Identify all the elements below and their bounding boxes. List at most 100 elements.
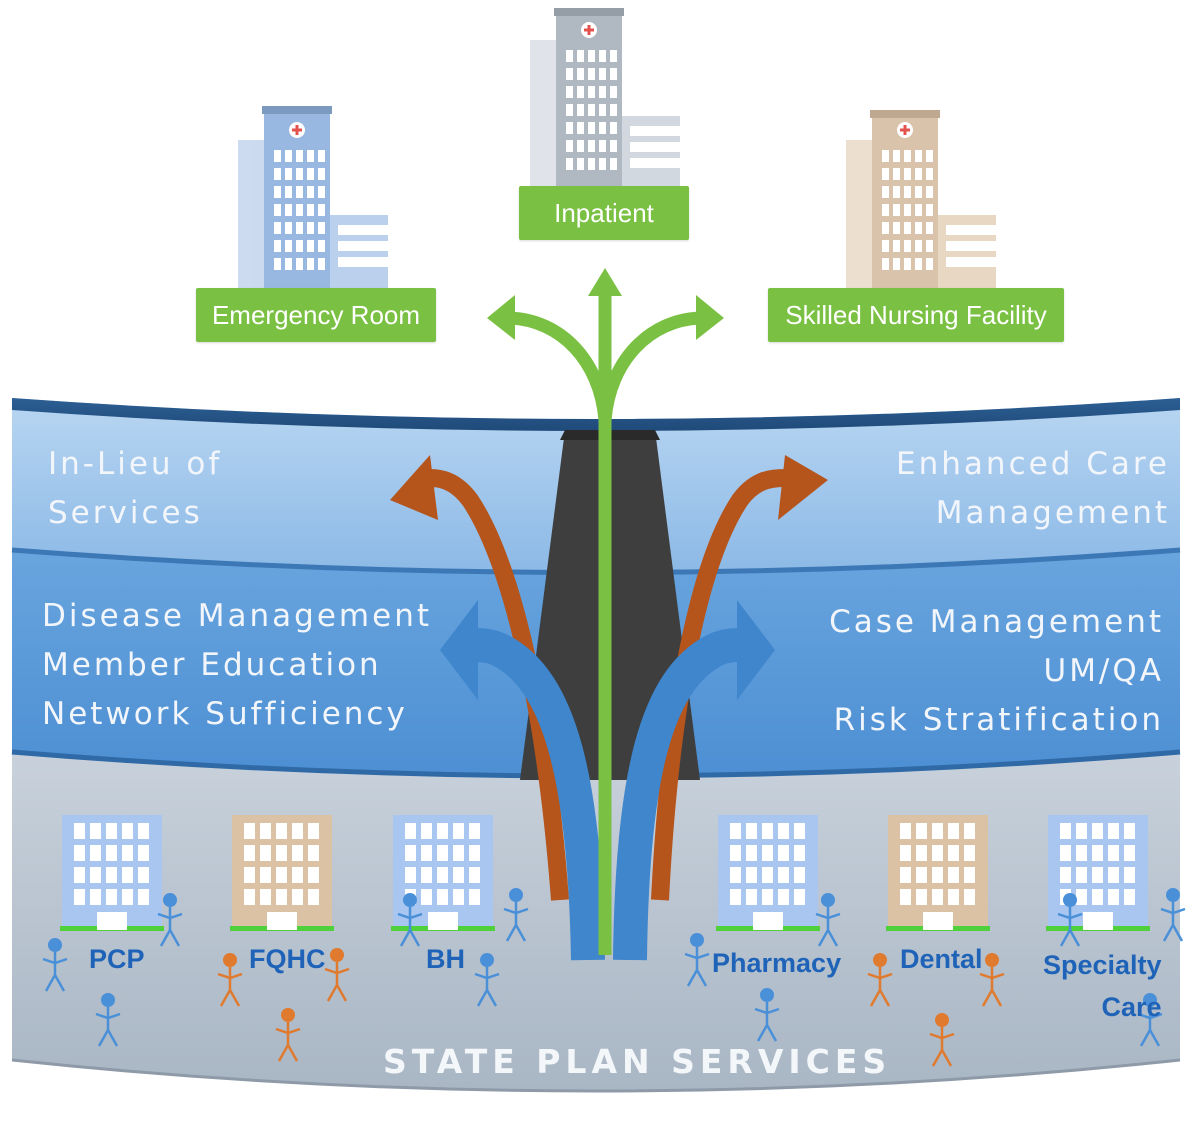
building-window [1092,867,1103,883]
building-window [276,867,287,883]
person-figure [503,888,529,942]
middle-left-text: Disease Management Member Education Netw… [42,592,432,739]
building-window [469,845,480,861]
hospital-window [599,86,606,98]
annex-window [630,142,680,152]
building-window [260,889,271,905]
emergency-room-label: Emergency Room [196,288,436,342]
building-window [1108,823,1119,839]
building-window [276,845,287,861]
building-window [746,889,757,905]
middle-right-line-3: Risk Stratification [833,702,1164,738]
middle-left-line-3: Network Sufficiency [42,696,408,732]
building-window [964,867,975,883]
building-window [746,845,757,861]
building-window [1060,845,1071,861]
pharmacy-label: Pharmacy [712,948,842,978]
person-figure [1160,888,1186,942]
building-window [276,823,287,839]
building-window [244,889,255,905]
hospital-window [296,186,303,198]
person-figure [1137,993,1163,1047]
building-window [74,867,85,883]
hospital-window [904,258,911,270]
specialty-line-2: Care [1101,992,1162,1022]
building-window [437,845,448,861]
building-window [948,845,959,861]
building-window [900,889,911,905]
hospital-window [915,186,922,198]
building-window [308,823,319,839]
building-window [1076,845,1087,861]
building-window [122,867,133,883]
hospital-window [915,168,922,180]
building-window [1060,823,1071,839]
building-window [1124,823,1135,839]
hospital-window [577,68,584,80]
bh-label: BH [426,944,465,974]
hospital-window [588,140,595,152]
hospital-window [610,122,617,134]
building-window [916,867,927,883]
hospital-window [588,68,595,80]
building-window [292,889,303,905]
building-window [730,889,741,905]
building-window [469,867,480,883]
person-figure [979,953,1005,1007]
person-figure [474,953,500,1007]
middle-left-line-2: Member Education [42,647,382,683]
hospital-window [274,240,281,252]
annex-window [946,241,996,251]
top-right-text: Enhanced Care Management [896,440,1170,538]
hospital-window [285,222,292,234]
hospital-window [307,186,314,198]
hospital-window [610,140,617,152]
building-window [437,823,448,839]
hospital-window [926,186,933,198]
building-window [437,867,448,883]
hospital-window [318,150,325,162]
hospital-window [904,204,911,216]
hospital-window [904,168,911,180]
hospital-window [296,222,303,234]
hospital-window [274,150,281,162]
building-window [932,823,943,839]
hospital-window [915,240,922,252]
annex-window [946,225,996,235]
building-window [421,823,432,839]
top-left-line-2: Services [48,495,203,531]
building-window [794,889,805,905]
annex-window [338,241,388,251]
building-window [106,889,117,905]
building-window [138,867,149,883]
hospital-window [926,240,933,252]
building-window [964,845,975,861]
building-window [453,845,464,861]
building-window [932,889,943,905]
person-figure [929,1013,955,1067]
hospital-window [893,168,900,180]
hospital-window [915,150,922,162]
hospital-window [610,104,617,116]
top-right-line-1: Enhanced Care [896,446,1170,482]
building-door [1083,912,1113,930]
hospital-window [882,150,889,162]
person-figure [397,893,423,947]
building-window [292,867,303,883]
building-window [900,845,911,861]
hospital-window [882,258,889,270]
hospital-window [882,168,889,180]
hospital-window [577,86,584,98]
building-window [730,867,741,883]
hospital-window [285,204,292,216]
pcp-label: PCP [89,944,145,974]
rust-arrow-right [651,469,786,901]
hospital-window [285,240,292,252]
building-door [267,912,297,930]
building-window [778,889,789,905]
hospital-window [307,258,314,270]
hospital-window [893,240,900,252]
hospital-window [307,204,314,216]
